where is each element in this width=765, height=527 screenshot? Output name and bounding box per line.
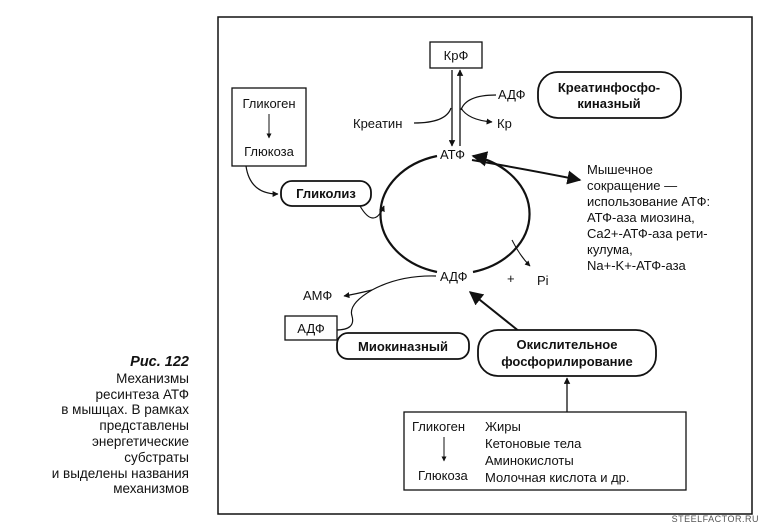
creatine-kinase-line2: киназный xyxy=(577,96,640,111)
plus-sign: + xyxy=(507,271,515,286)
muscle-line3: использование АТФ: xyxy=(587,194,710,209)
substrate-lactate: Молочная кислота и др. xyxy=(485,470,630,485)
krf-label: КрФ xyxy=(444,48,469,63)
pi-arrow xyxy=(511,239,531,267)
diagram-frame xyxy=(217,16,753,515)
oxidative-to-adf-arrow xyxy=(468,291,521,333)
adf-top-label: АДФ xyxy=(498,87,526,102)
atp-to-muscle-arrow xyxy=(471,159,582,185)
adf-center-label: АДФ xyxy=(440,269,468,284)
atp-label: АТФ xyxy=(440,147,465,162)
watermark: STEELFACTOR.RU xyxy=(671,514,759,524)
creatine-kinase-box xyxy=(537,71,682,119)
cycle-left-arc xyxy=(379,154,438,274)
caption-line-6: субстраты xyxy=(124,449,189,465)
caption-line-2: ресинтеза АТФ xyxy=(95,386,189,402)
amf-label: АМФ xyxy=(303,288,332,303)
kr-label: Кр xyxy=(497,116,512,131)
caption-line-4: представлены xyxy=(99,418,189,434)
substrate-aminoacids: Аминокислоты xyxy=(485,453,574,468)
figure-label: Рис. 122 xyxy=(130,354,189,370)
myokinase-label: Миокиназный xyxy=(358,339,448,354)
figure-caption: Рис. 122 Механизмы ресинтеза АТФ в мышца… xyxy=(0,354,189,497)
creatine-kinase-line1: Креатинфосфо- xyxy=(558,80,660,95)
amf-arrow xyxy=(343,289,373,299)
substrate-glycogen: Гликоген xyxy=(412,419,465,434)
oxidative-line1: Окислительное xyxy=(517,337,618,352)
pi-label: Pi xyxy=(537,273,549,288)
glucose-label: Глюкоза xyxy=(244,144,295,159)
caption-line-5: энергетические xyxy=(91,433,189,449)
caption-line-7: и выделены названия xyxy=(51,465,189,481)
glycogen-label: Гликоген xyxy=(242,96,295,111)
muscle-line6: кулума, xyxy=(587,242,633,257)
oxidative-line2: фосфорилирование xyxy=(501,354,633,369)
myokinase-box xyxy=(336,332,470,360)
adf-box-label: АДФ xyxy=(297,321,325,336)
substrate-ketones: Кетоновые тела xyxy=(485,436,582,451)
muscle-line7: Na+-K+-АТФ-аза xyxy=(587,258,687,273)
substrates-box xyxy=(403,411,687,491)
muscle-line5: Ca2+-АТФ-аза рети- xyxy=(587,226,708,241)
krf-box xyxy=(429,41,483,69)
substrate-glucose: Глюкоза xyxy=(418,468,469,483)
kr-arrow xyxy=(460,107,493,125)
muscle-line4: АТФ-аза миозина, xyxy=(587,210,695,225)
oxidative-box xyxy=(477,329,657,377)
glycolysis-label: Гликолиз xyxy=(296,186,356,201)
adf-top-curve xyxy=(460,94,497,111)
glycolysis-to-cycle-arrow xyxy=(359,205,385,219)
glycolysis-box xyxy=(280,180,372,207)
substrate-fats: Жиры xyxy=(485,419,521,434)
kreatin-curve xyxy=(413,107,452,124)
muscle-line2: сокращение — xyxy=(587,178,677,193)
myokinase-loop xyxy=(335,275,437,331)
muscle-line1: Мышечное xyxy=(587,162,653,177)
caption-line-8: механизмов xyxy=(113,481,189,497)
caption-line-3: в мышцах. В рамках xyxy=(61,402,189,418)
caption-line-1: Механизмы xyxy=(116,370,189,386)
adf-box xyxy=(284,315,338,341)
kreatin-label: Креатин xyxy=(353,116,402,131)
glucose-to-glycolysis-arrow xyxy=(245,165,279,197)
